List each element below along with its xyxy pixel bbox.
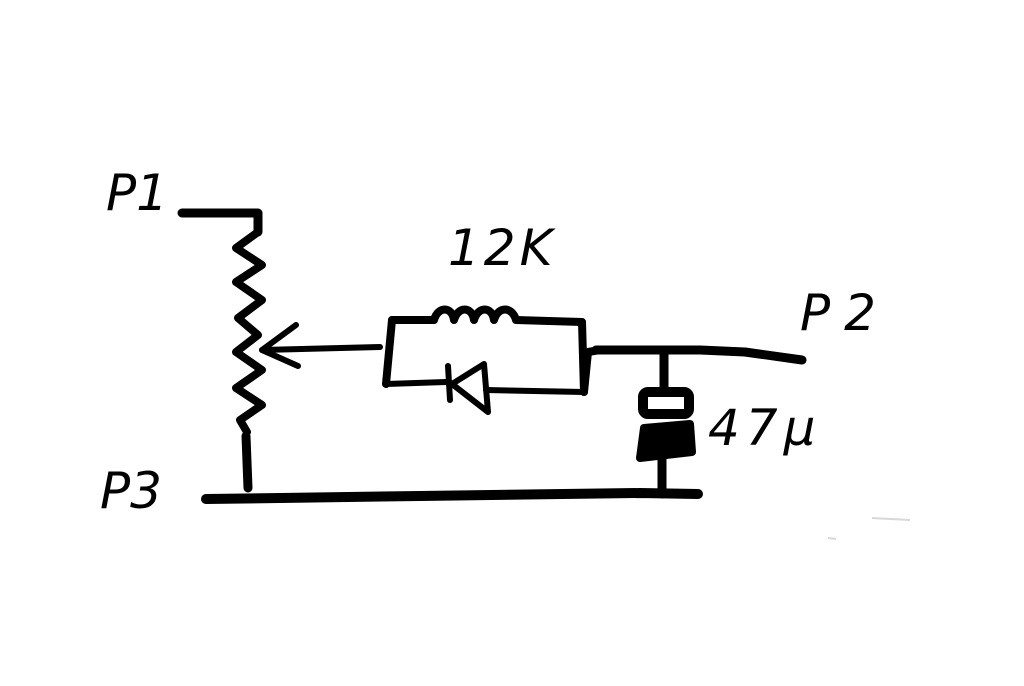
wiper-arrow-icon [259, 322, 301, 369]
diode-branch-wire [383, 379, 587, 395]
terminal-label-p3: P3 [100, 462, 162, 520]
capacitor-negative-plate [636, 420, 696, 462]
diode-icon [445, 361, 491, 415]
scan-speckle [827, 517, 911, 540]
potentiometer-element [232, 228, 266, 436]
p1-wire [177, 208, 263, 237]
parallel-left-rail [382, 316, 396, 388]
potentiometer-lower-lead [241, 431, 253, 493]
terminal-label-p1: P1 [106, 164, 168, 222]
resistor-12k [388, 305, 586, 326]
p3-rail [201, 488, 703, 504]
wiper-line [259, 344, 383, 353]
capacitor-value-label: 47μ [708, 399, 821, 457]
resistor-value-label: 12K [448, 219, 557, 277]
p2-wire [591, 345, 807, 365]
terminal-label-p2: P2 [800, 284, 890, 342]
p2-wire-left-bend [580, 346, 604, 396]
capacitor-positive-plate [638, 387, 694, 419]
